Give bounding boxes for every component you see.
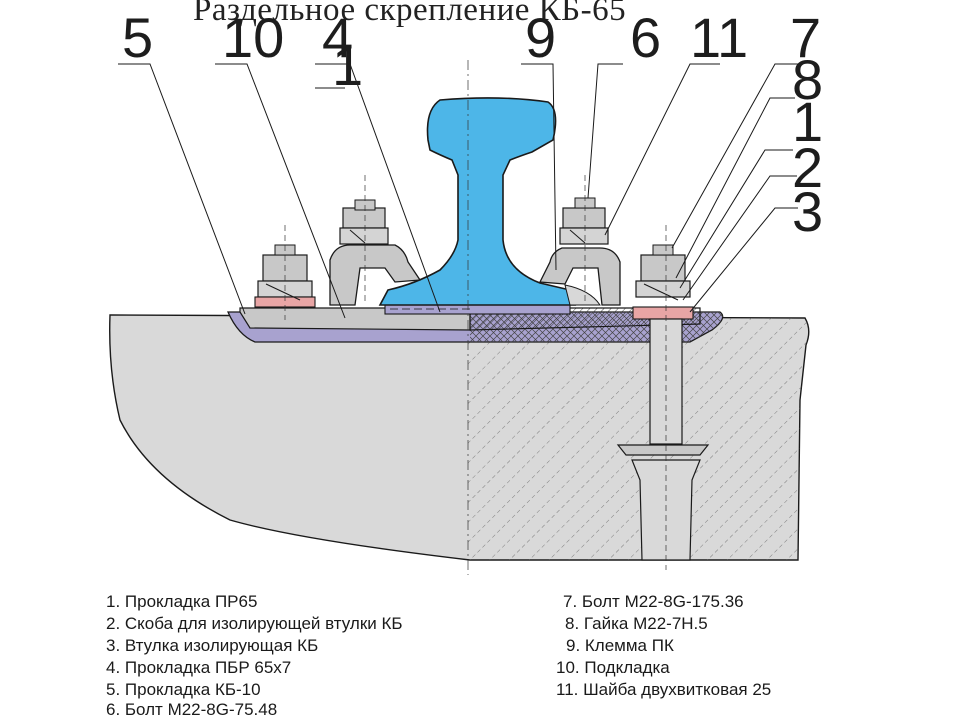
right-clamp [538, 247, 621, 306]
callout-10: 10 [222, 6, 285, 69]
legend-item-9: 9. Клемма ПК [566, 636, 674, 655]
rail-fastening-diagram [109, 60, 810, 575]
right-terminal-bolt [559, 175, 609, 305]
legend-item-8: 8. Гайка М22-7Н.5 [565, 614, 708, 633]
sleeper-hatching [468, 318, 809, 560]
left-anchor-bolt [254, 225, 316, 320]
callout-9: 9 [525, 6, 557, 69]
callout-1-right: 1 [792, 90, 824, 153]
legend-item-7: 7. Болт М22-8G-175.36 [563, 592, 744, 611]
callout-4: 4 [322, 6, 354, 69]
callout-3: 3 [792, 180, 824, 243]
rail-profile [378, 97, 577, 306]
callout-8: 8 [792, 48, 824, 111]
legend-item-4: 4. Прокладка ПБР 65х7 [106, 658, 292, 677]
legend-item-6: 6. Болт М22-8G-75.48 [106, 700, 278, 719]
left-terminal-bolt [339, 175, 389, 305]
legend-item-2: 2. Скоба для изолирующей втулки КБ [106, 614, 403, 633]
diagram-title: Раздельное скрепление КБ-65 [193, 0, 627, 28]
callout-11: 11 [690, 6, 749, 69]
left-clamp [329, 244, 422, 306]
legend-item-3: 3. Втулка изолирующая КБ [106, 636, 319, 655]
leader-lines [118, 63, 798, 319]
legend-item-10: 10. Подкладка [556, 658, 670, 677]
right-anchor-bolt [616, 225, 710, 570]
callout-6: 6 [630, 6, 662, 69]
callout-1-left: 1 [332, 34, 364, 97]
callout-7: 7 [790, 6, 822, 69]
legend-item-5: 5. Прокладка КБ-10 [106, 680, 261, 699]
legend-item-11: 11. Шайба двухвитковая 25 [556, 680, 772, 699]
callout-5: 5 [122, 6, 154, 69]
legend-item-1: 1. Прокладка ПР65 [106, 592, 258, 611]
callout-2: 2 [792, 136, 824, 199]
